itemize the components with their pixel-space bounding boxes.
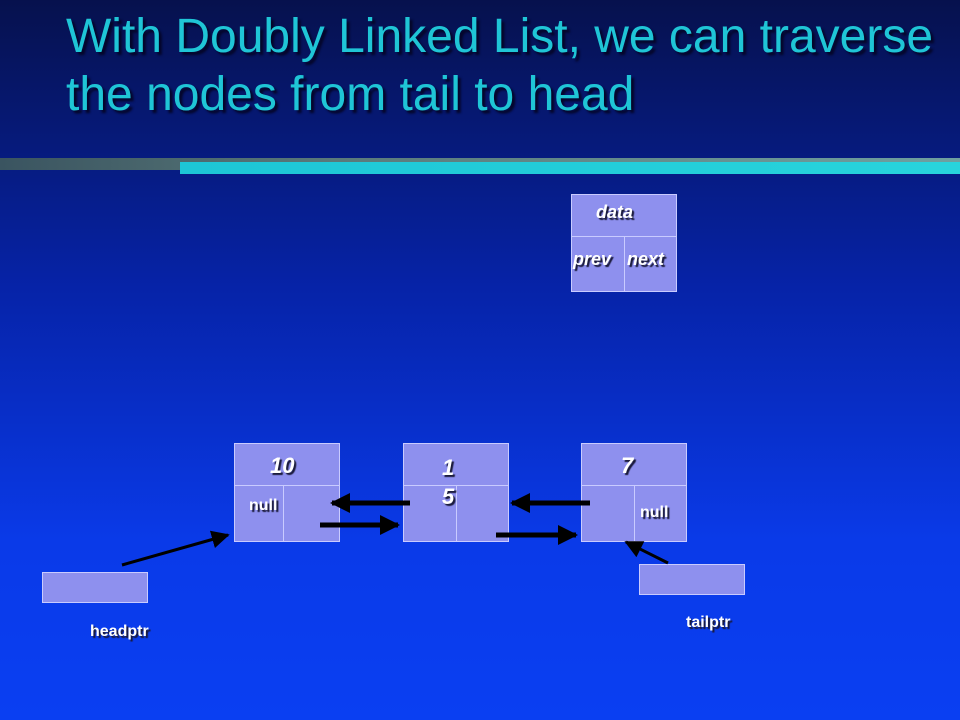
tailptr-box xyxy=(639,564,745,595)
tailptr-arrow xyxy=(624,540,669,565)
list-node-2-data: 1 5 xyxy=(442,455,455,509)
list-node-1-data: 10 xyxy=(270,453,295,478)
list-node-3-vdivider xyxy=(634,485,635,542)
list-node-1-vdivider xyxy=(283,485,284,542)
list-node-3-next: null xyxy=(640,504,669,521)
legend-data-label: data xyxy=(596,202,634,222)
slide-title: With Doubly Linked List, we can traverse… xyxy=(66,10,934,121)
legend-node-vdivider xyxy=(624,236,625,292)
headptr-label: headptr xyxy=(90,623,149,640)
legend-next-label: next xyxy=(627,249,665,269)
headptr-box xyxy=(42,572,148,603)
list-node-1 xyxy=(234,443,340,542)
list-node-1-hdivider xyxy=(234,485,340,486)
list-node-2-vdivider xyxy=(456,485,457,542)
tailptr-label: tailptr xyxy=(686,614,731,631)
list-node-3-data: 7 xyxy=(621,453,634,478)
list-node-1-prev: null xyxy=(249,497,278,514)
legend-prev-label: prev xyxy=(573,249,612,269)
headptr-arrow xyxy=(121,530,230,567)
title-rule-cyan xyxy=(180,162,960,174)
